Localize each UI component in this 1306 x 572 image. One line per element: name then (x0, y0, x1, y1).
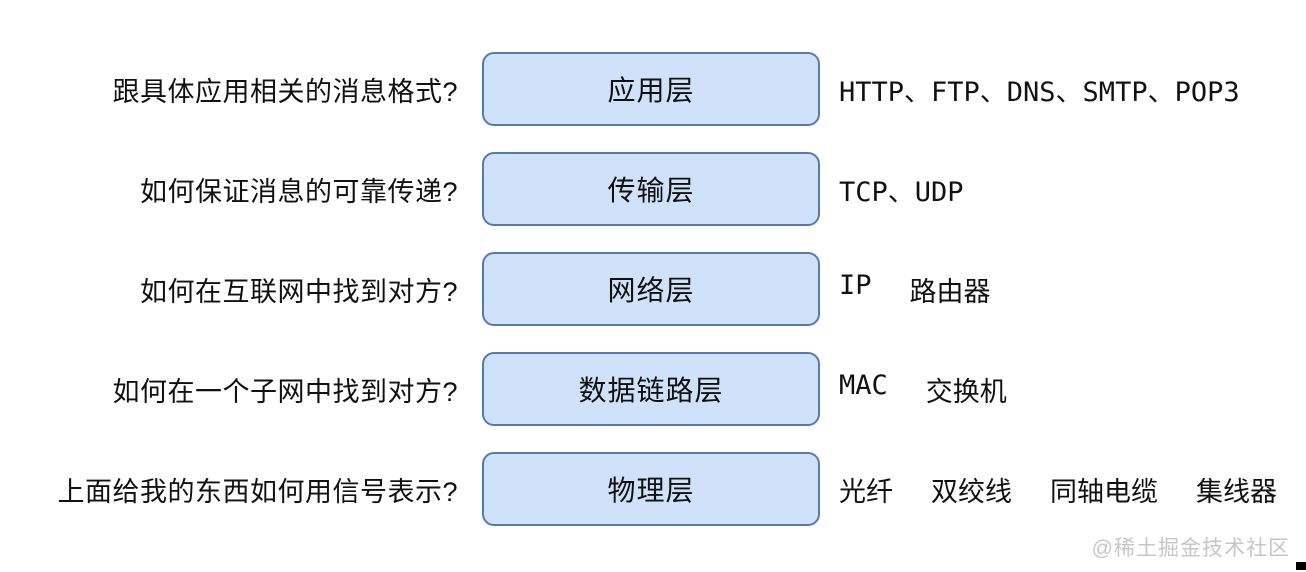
layer-row-datalink: 如何在一个子网中找到对方? 数据链路层 MAC 交换机 (0, 339, 1306, 439)
layer-label: 应用层 (607, 75, 695, 106)
layer-question: 如何在一个子网中找到对方? (112, 376, 458, 407)
layer-protocols: 光纤 双绞线 同轴电缆 集线器 (839, 470, 1277, 509)
layer-question: 如何在互联网中找到对方? (139, 276, 458, 307)
protocol-item: 路由器 (909, 276, 991, 308)
protocol-item: MAC (839, 369, 888, 401)
protocol-item: 光纤 (839, 476, 893, 508)
layer-label: 传输层 (607, 175, 695, 206)
layer-box-application: 应用层 (482, 52, 820, 126)
layer-box-physical: 物理层 (482, 452, 820, 526)
protocol-item: 集线器 (1196, 476, 1277, 508)
watermark: @稀土掘金技术社区 (1091, 537, 1290, 560)
layer-row-physical: 上面给我的东西如何用信号表示? 物理层 光纤 双绞线 同轴电缆 集线器 (0, 439, 1306, 539)
layer-question: 上面给我的东西如何用信号表示? (57, 476, 458, 507)
layer-box-transport: 传输层 (482, 152, 820, 226)
layer-protocols: IP 路由器 (839, 270, 991, 309)
layer-box-network: 网络层 (482, 252, 820, 326)
layer-question: 跟具体应用相关的消息格式? (112, 76, 458, 107)
protocol-item: HTTP、FTP、DNS、SMTP、POP3 (839, 76, 1240, 108)
corner-artifact (1296, 562, 1306, 570)
layer-rows: 跟具体应用相关的消息格式? 应用层 HTTP、FTP、DNS、SMTP、POP3… (0, 39, 1306, 539)
layer-box-datalink: 数据链路层 (482, 352, 820, 426)
protocol-item: IP (839, 269, 872, 301)
layer-protocols: TCP、UDP (839, 170, 964, 209)
layer-row-transport: 如何保证消息的可靠传递? 传输层 TCP、UDP (0, 139, 1306, 239)
layer-protocols: HTTP、FTP、DNS、SMTP、POP3 (839, 70, 1240, 109)
protocol-item: 交换机 (925, 376, 1007, 408)
layer-row-network: 如何在互联网中找到对方? 网络层 IP 路由器 (0, 239, 1306, 339)
layer-protocols: MAC 交换机 (839, 370, 1007, 409)
layer-label: 网络层 (607, 275, 695, 306)
protocol-item: 双绞线 (931, 476, 1012, 508)
protocol-item: 同轴电缆 (1050, 476, 1158, 508)
layer-label: 物理层 (607, 475, 695, 506)
protocol-item: TCP、UDP (839, 176, 964, 208)
layer-row-application: 跟具体应用相关的消息格式? 应用层 HTTP、FTP、DNS、SMTP、POP3 (0, 39, 1306, 139)
layer-question: 如何保证消息的可靠传递? (139, 176, 458, 207)
layer-label: 数据链路层 (578, 375, 724, 406)
